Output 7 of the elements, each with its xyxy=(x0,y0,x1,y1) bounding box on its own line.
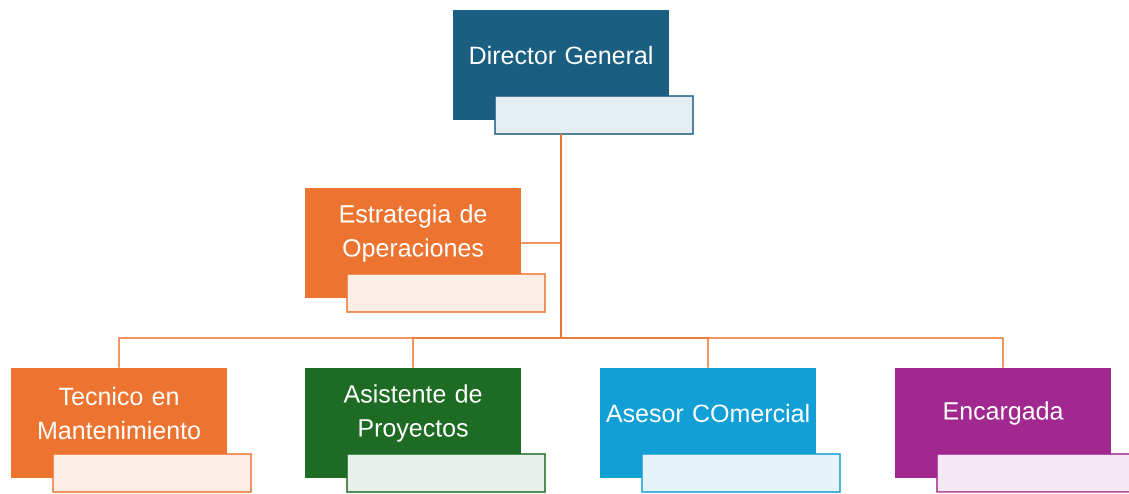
org-box: Estrategia de Operaciones xyxy=(305,188,546,313)
org-box: Tecnico en Mantenimiento xyxy=(11,368,252,493)
org-box: Encargada xyxy=(895,368,1129,493)
org-box: Asesor COmercial xyxy=(600,368,841,493)
connector-line xyxy=(560,133,1004,369)
org-box: Asistente de Proyectos xyxy=(305,368,546,493)
org-box: Director General xyxy=(453,10,694,135)
